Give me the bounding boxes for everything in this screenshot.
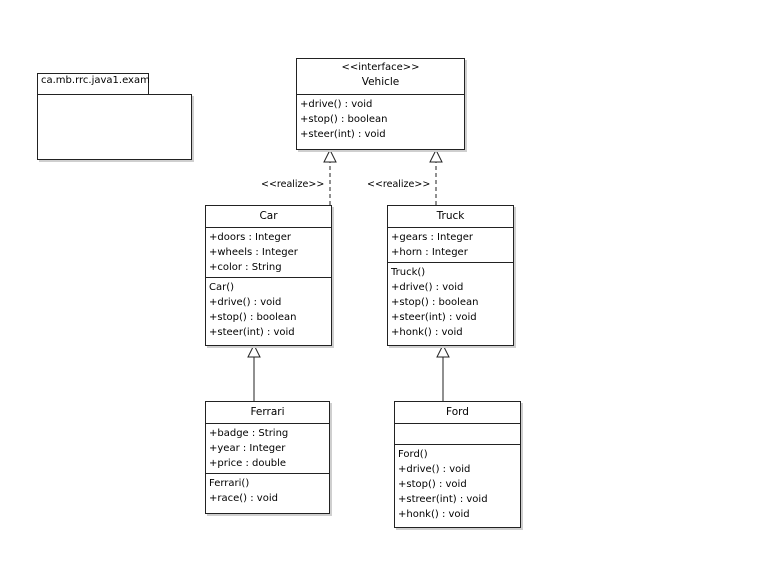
car-attribute: +wheels : Integer [209,247,298,258]
truck-method: +steer(int) : void [391,312,477,323]
vehicle-name: Vehicle [361,76,400,88]
truck-method: Truck() [391,267,426,278]
class-truck[interactable]: Truck +gears : Integer +horn : Integer T… [387,205,514,346]
car-realize-label: <<realize>> [261,179,325,190]
vehicle-methods: +drive() : void +stop() : boolean +steer… [297,94,464,144]
ford-attributes [395,423,520,444]
car-method: Car() [209,282,235,293]
truck-attribute: +horn : Integer [391,247,468,258]
car-realize-arrowhead [323,148,337,163]
ford-method: +drive() : void [398,464,471,475]
truck-realize-label: <<realize>> [367,179,431,190]
truck-method: +honk() : void [391,327,463,338]
car-attribute: +doors : Integer [209,232,291,243]
truck-methods: Truck() +drive() : void +stop() : boolea… [388,262,513,342]
package-name: ca.mb.rrc.java1.exam [41,75,150,86]
truck-method: +drive() : void [391,282,464,293]
ford-name: Ford [446,406,469,418]
truck-attributes: +gears : Integer +horn : Integer [388,227,513,262]
vehicle-method: +steer(int) : void [300,129,386,140]
ford-inherit-arrowhead [436,343,450,358]
car-attributes: +doors : Integer +wheels : Integer +colo… [206,227,331,277]
truck-method: +stop() : boolean [391,297,479,308]
truck-name: Truck [436,210,465,222]
ferrari-attributes: +badge : String +year : Integer +price :… [206,423,329,473]
class-ferrari[interactable]: Ferrari +badge : String +year : Integer … [205,401,330,514]
ford-method: +stop() : void [398,479,467,490]
ford-methods: Ford() +drive() : void +stop() : void +s… [395,444,520,524]
ferrari-name: Ferrari [250,406,285,418]
ford-method: Ford() [398,449,428,460]
truck-attribute: +gears : Integer [391,232,474,243]
vehicle-method: +drive() : void [300,99,373,110]
car-method: +drive() : void [209,297,282,308]
ferrari-inherit-arrowhead [247,343,261,358]
package-tab[interactable]: ca.mb.rrc.java1.exam [37,73,150,95]
ferrari-method: +race() : void [209,493,278,504]
truck-realize-arrowhead [429,148,443,163]
ferrari-methods: Ferrari() +race() : void [206,473,329,508]
car-method: +steer(int) : void [209,327,295,338]
ford-method: +streer(int) : void [398,494,488,505]
class-vehicle[interactable]: <<interface>> Vehicle +drive() : void +s… [296,58,465,150]
vehicle-stereotype: <<interface>> [341,62,420,73]
car-attribute: +color : String [209,262,282,273]
ford-method: +honk() : void [398,509,470,520]
ferrari-attribute: +year : Integer [209,443,286,454]
vehicle-method: +stop() : boolean [300,114,388,125]
car-method: +stop() : boolean [209,312,297,323]
class-ford[interactable]: Ford Ford() +drive() : void +stop() : vo… [394,401,521,528]
car-methods: Car() +drive() : void +stop() : boolean … [206,277,331,342]
ferrari-method: Ferrari() [209,478,250,489]
ferrari-attribute: +price : double [209,458,287,469]
class-car[interactable]: Car +doors : Integer +wheels : Integer +… [205,205,332,346]
package-body[interactable] [37,94,192,160]
ferrari-attribute: +badge : String [209,428,289,439]
car-name: Car [259,210,278,222]
